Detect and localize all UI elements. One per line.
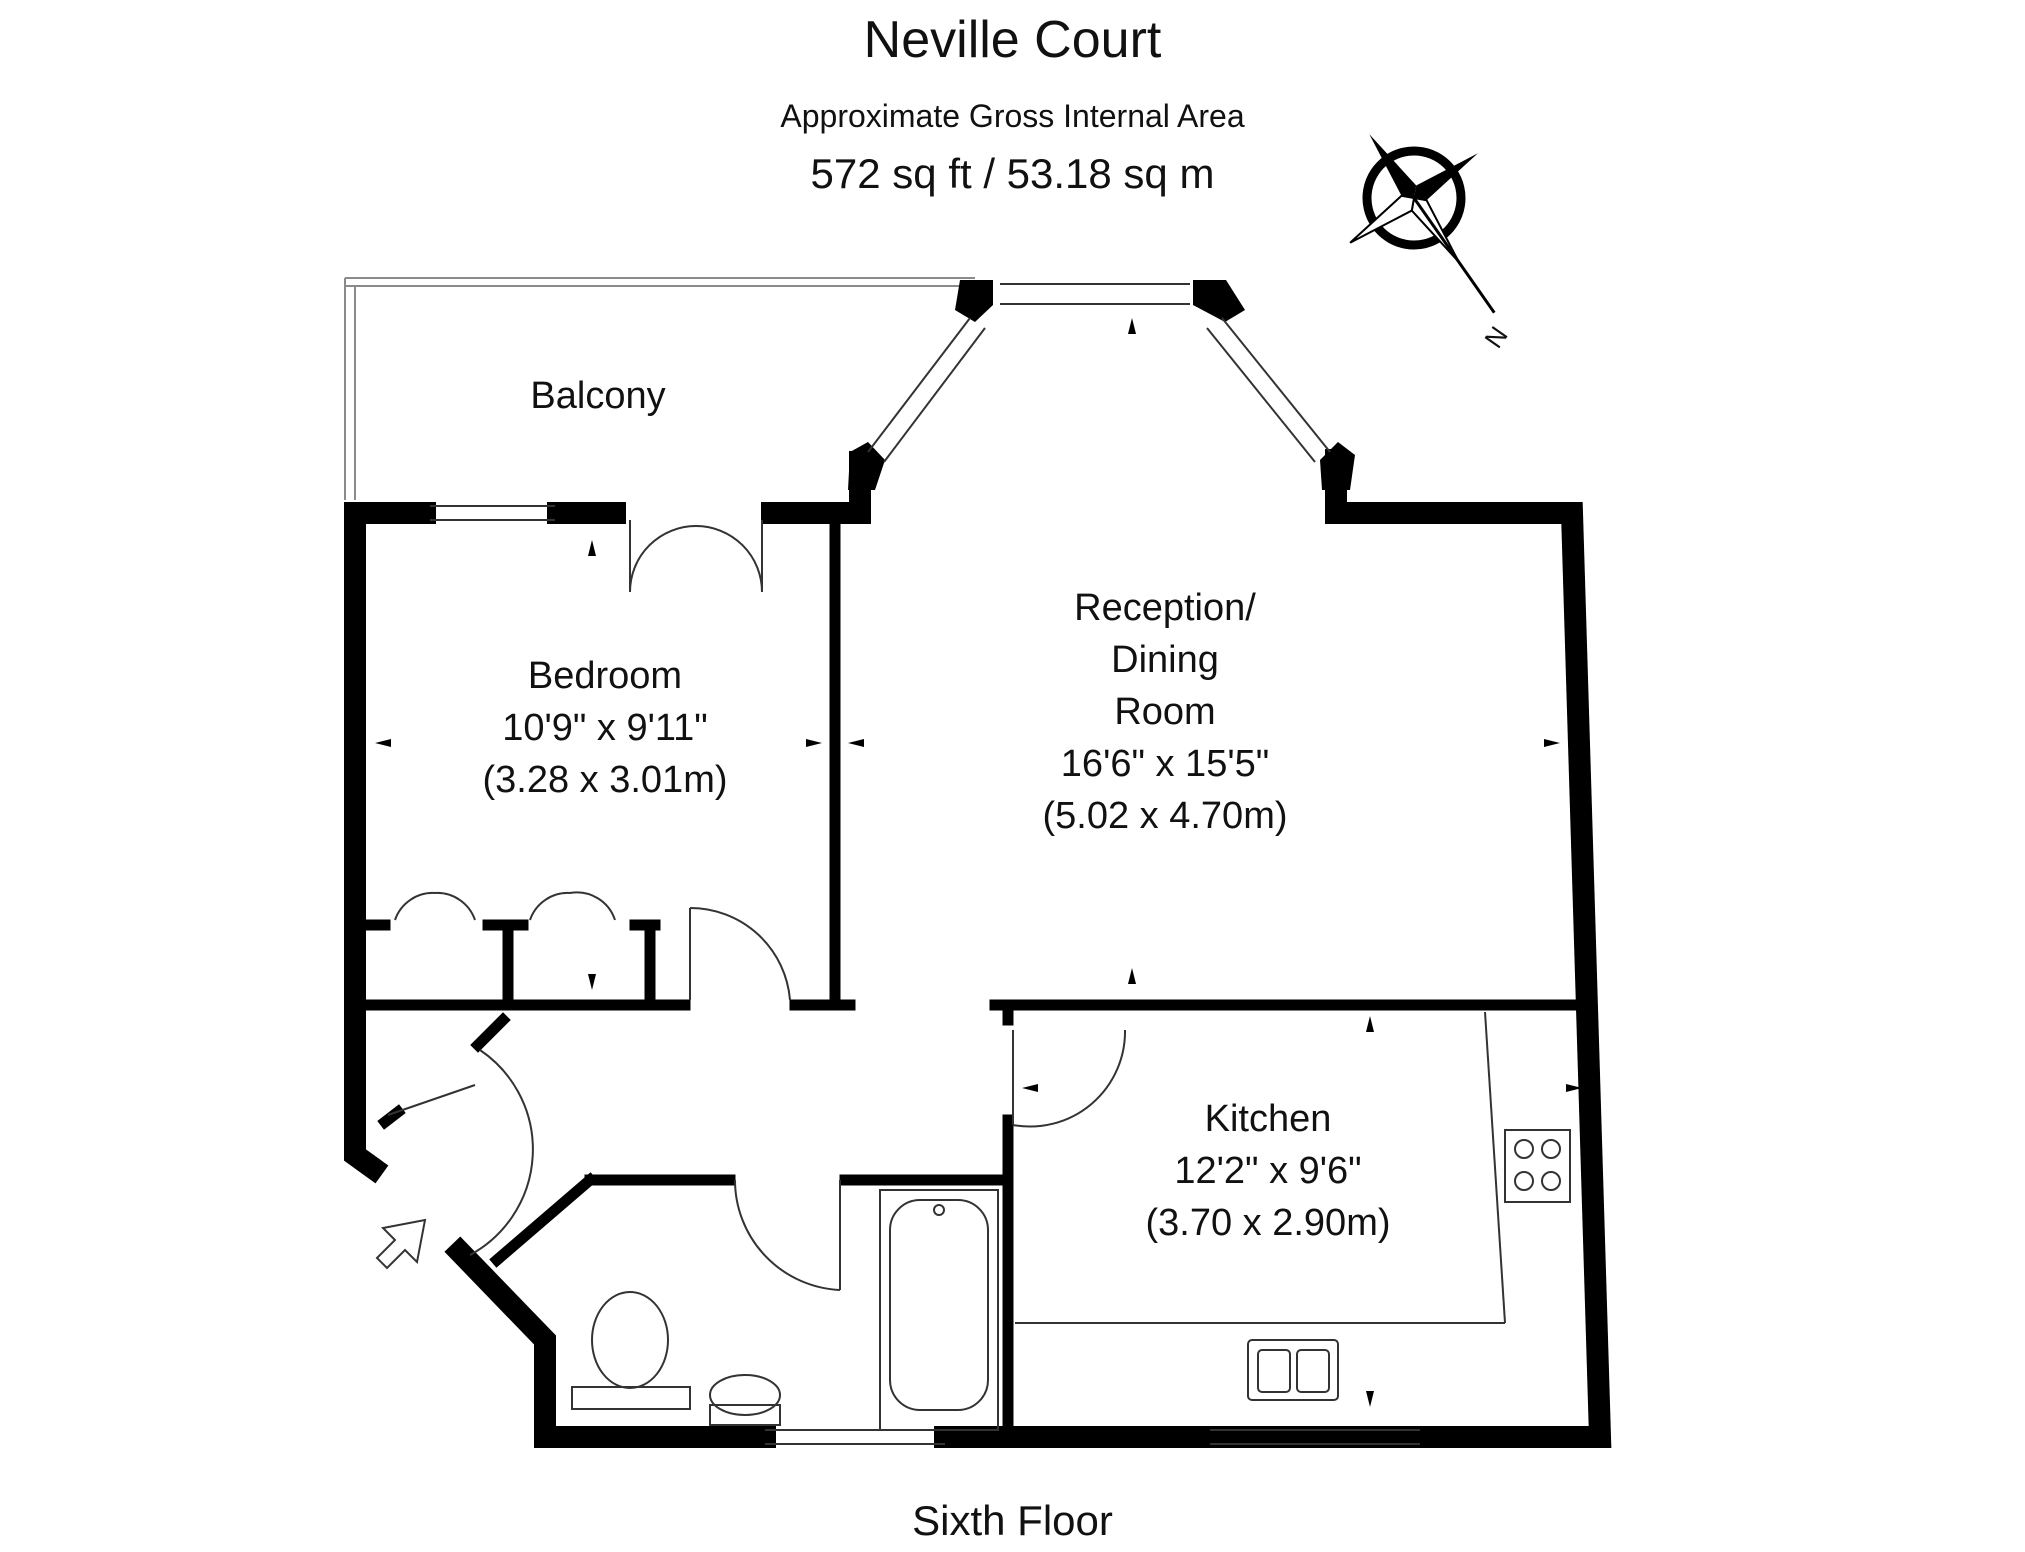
room-bedroom: Bedroom 10'9" x 9'11" (3.28 x 3.01m)	[483, 650, 728, 806]
bathroom-fittings	[571, 1189, 999, 1431]
room-name: Bedroom	[527, 655, 683, 697]
bay-corners	[848, 280, 1355, 490]
room-size-imperial: 12'2" x 9'6"	[1174, 1150, 1362, 1192]
interior-walls	[354, 514, 1591, 1436]
entrance-arrow-icon	[375, 1218, 427, 1270]
area-label: Approximate Gross Internal Area	[780, 98, 1245, 134]
kitchen-fittings	[1015, 1011, 1571, 1401]
area-value: 572 sq ft / 53.18 sq m	[810, 150, 1215, 197]
room-balcony: Balcony	[530, 370, 665, 422]
doors	[387, 520, 1127, 1291]
measurement-markers	[375, 318, 1582, 1407]
page-title: Neville Court	[863, 11, 1162, 69]
windows	[430, 283, 1420, 1445]
balcony-railing	[344, 277, 975, 500]
floor-name: Sixth Floor	[912, 1497, 1113, 1544]
compass-icon	[1349, 134, 1496, 314]
room-name-line3: Room	[1114, 691, 1216, 733]
room-size-imperial: 16'6" x 15'5"	[1060, 743, 1270, 785]
room-size-metric: (3.70 x 2.90m)	[1145, 1202, 1391, 1244]
room-name: Balcony	[530, 375, 666, 417]
exterior-walls	[344, 449, 1612, 1448]
room-size-imperial: 10'9" x 9'11"	[502, 707, 708, 749]
room-name-line2: Dining	[1111, 639, 1219, 681]
compass-north-label: N	[1478, 321, 1513, 354]
room-kitchen: Kitchen 12'2" x 9'6" (3.70 x 2.90m)	[1146, 1093, 1391, 1249]
room-size-metric: (5.02 x 4.70m)	[1042, 795, 1288, 837]
room-name: Kitchen	[1204, 1098, 1332, 1140]
room-name-line1: Reception/	[1074, 587, 1256, 629]
room-reception: Reception/ Dining Room 16'6" x 15'5" (5.…	[1043, 582, 1288, 842]
room-size-metric: (3.28 x 3.01m)	[482, 759, 728, 801]
